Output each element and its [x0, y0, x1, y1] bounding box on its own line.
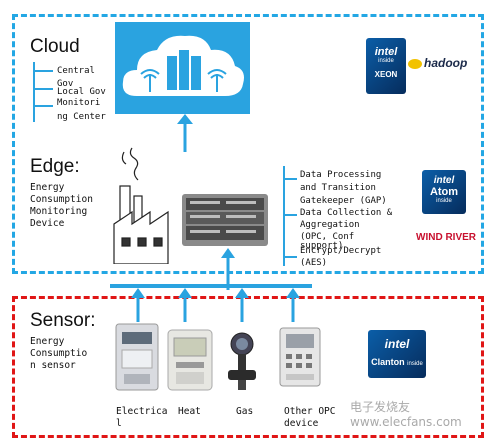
watermark: 电子发烧友 www.elecfans.com — [350, 400, 462, 429]
edge-bracket-tick — [283, 178, 297, 180]
edge-cloud-group-box — [12, 14, 484, 274]
edge-feature-line: support) — [300, 241, 344, 251]
intel-clanton-brand: intel — [384, 337, 410, 351]
edge-subtitle-line: Consumption — [30, 194, 93, 205]
edge-feature-line: Encrypt/Decrypt — [300, 246, 382, 256]
cloud-label-central: Central — [57, 66, 95, 76]
device-label-line: l — [116, 418, 122, 429]
arrow-heat — [178, 288, 192, 322]
edge-subtitle-line: Energy — [30, 182, 65, 193]
device-label-other-opc: Other OPC device — [284, 406, 335, 430]
edge-subtitle: Energy Consumption Monitoring Device — [30, 182, 93, 230]
heat-meter-icon — [167, 329, 213, 391]
cloud-bracket — [33, 62, 35, 122]
hadoop-text: hadoop — [424, 56, 468, 70]
edge-feature-line: (OPC, Conf — [300, 232, 355, 242]
edge-feature-line: Aggregation — [300, 220, 360, 230]
device-label-electrical: Electrica l — [116, 406, 167, 430]
intel-xeon-brand: intel — [374, 46, 398, 58]
cloud-label-center: ng Center — [57, 112, 106, 122]
arrow-up-to-cloud — [177, 114, 193, 152]
arrow-gas — [235, 288, 249, 322]
cloud-title: Cloud — [30, 36, 80, 57]
edge-feature-line: and Transition — [300, 183, 376, 193]
edge-subtitle-line: Device — [30, 218, 65, 229]
edge-bracket-tick — [283, 256, 297, 258]
intel-clanton-model-row: Clanton inside — [368, 357, 426, 367]
edge-subtitle-line: Monitoring — [30, 206, 88, 217]
hadoop-elephant-icon — [408, 58, 422, 69]
arrow-electrical — [131, 288, 145, 322]
intel-xeon-model: XEON — [374, 70, 398, 79]
device-label-heat: Heat — [178, 406, 201, 417]
intel-atom-model: Atom — [429, 186, 459, 198]
edge-server-icon — [182, 194, 268, 246]
device-label-gas: Gas — [236, 406, 254, 417]
cloud-bracket-tick — [33, 88, 53, 90]
factory-icon — [113, 147, 169, 264]
sensor-subtitle-line: Energy — [30, 336, 65, 347]
intel-clanton-model: Clanton — [371, 357, 405, 367]
intel-clanton-sub: inside — [407, 361, 423, 367]
arrow-other-opc — [286, 288, 300, 322]
gas-meter-icon — [228, 332, 256, 390]
intel-xeon-sub: inside — [378, 58, 394, 64]
edge-title: Edge: — [30, 156, 80, 177]
edge-feature-list: Data Processing and Transition Gatekeepe… — [300, 170, 392, 269]
sensor-subtitle-line: Consumptio — [30, 348, 88, 359]
cloud-label-monitoring: Monitori — [57, 98, 101, 108]
edge-features-bracket — [283, 166, 285, 266]
intel-atom-logo: intel Atom inside — [422, 170, 466, 214]
sensor-subtitle-line: n sensor — [30, 360, 76, 371]
device-label-line: device — [284, 418, 319, 429]
edge-feature-line: Gatekeeper (GAP) — [300, 196, 387, 206]
edge-bracket-tick — [283, 214, 297, 216]
cloud-bracket-tick — [33, 105, 53, 107]
cloud-bracket-tick — [33, 70, 53, 72]
data-bus-line — [110, 284, 312, 288]
opc-device-icon — [279, 327, 321, 387]
intel-xeon-logo: intel inside XEON — [366, 38, 406, 94]
edge-feature-line: Data Processing — [300, 170, 382, 180]
wind-river-logo: WIND RIVER — [416, 232, 476, 243]
intel-atom-sub: inside — [436, 198, 452, 204]
edge-feature-line: Data Collection & — [300, 208, 393, 218]
cloud-label-gov: Gov — [57, 79, 74, 89]
electric-meter-icon — [115, 323, 159, 391]
sensor-title: Sensor: — [30, 310, 96, 331]
cloud-label-local-gov: Local Gov — [57, 87, 106, 97]
device-label-line: Other OPC — [284, 406, 336, 417]
sensor-subtitle: Energy Consumptio n sensor — [30, 336, 87, 372]
intel-clanton-logo: intel Clanton inside — [368, 330, 426, 378]
cloud-server-icon — [115, 22, 250, 114]
edge-feature-line: (AES) — [300, 258, 328, 268]
intel-atom-brand: intel — [433, 175, 455, 186]
device-label-line: Electrica — [116, 406, 168, 417]
hadoop-logo: hadoop — [408, 56, 467, 70]
